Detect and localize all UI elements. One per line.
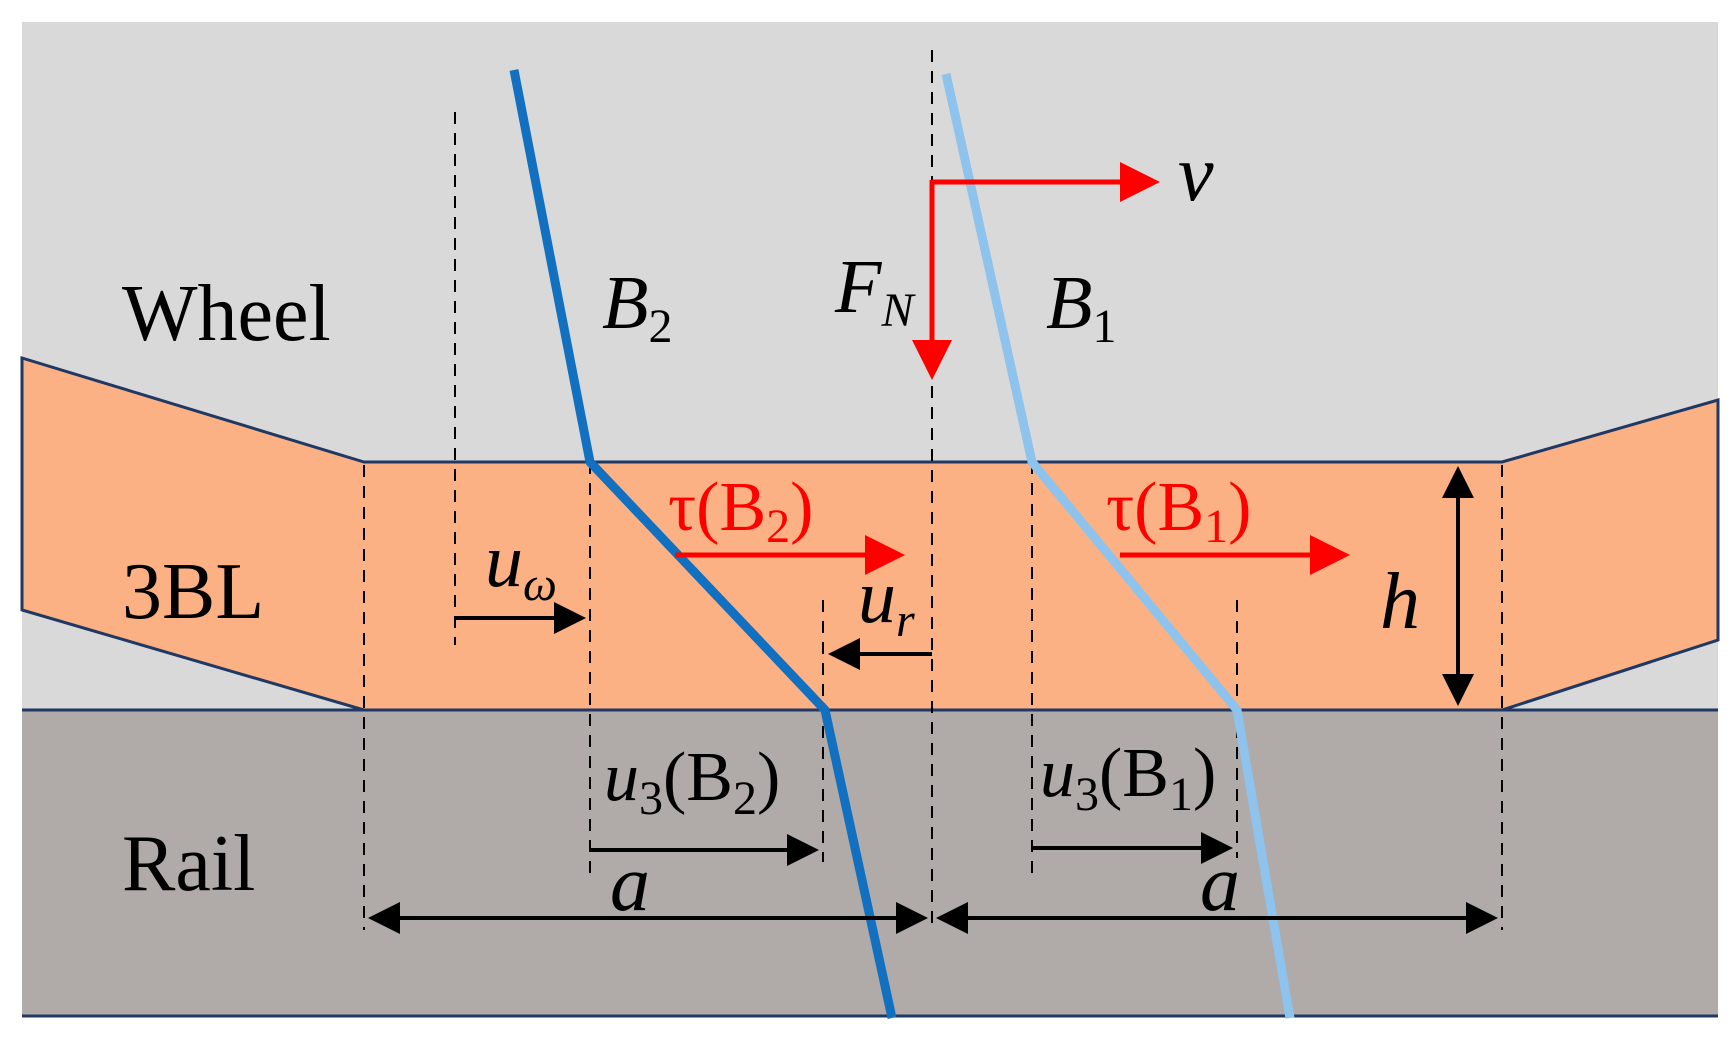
b1-label: B1 [1046, 261, 1116, 353]
u3-b1-label: u3(B1) [1040, 735, 1216, 821]
bristle-b1-line [941, 73, 1295, 1019]
bristle-b2-line [509, 69, 897, 1019]
b2-label: B2 [602, 261, 672, 353]
tau-b2-label: τ(B2) [668, 469, 813, 553]
u-r-label: ur [858, 555, 915, 647]
a-left-label: a [610, 840, 650, 928]
tau-b1-label: τ(B1) [1106, 469, 1251, 553]
u-omega-label: uω [485, 519, 557, 611]
h-label: h [1380, 558, 1420, 646]
third-body-layer [20, 355, 1720, 712]
layer-label: 3BL [122, 548, 264, 636]
dashed-guides [363, 50, 1503, 930]
a-right-label: a [1200, 840, 1240, 928]
normal-force-label: FN [834, 245, 916, 337]
velocity-label: v [1178, 130, 1214, 218]
rail-region [22, 710, 1718, 1016]
u3-b2-label: u3(B2) [604, 739, 780, 825]
rail-label: Rail [122, 820, 255, 908]
wheel-label: Wheel [122, 270, 331, 358]
